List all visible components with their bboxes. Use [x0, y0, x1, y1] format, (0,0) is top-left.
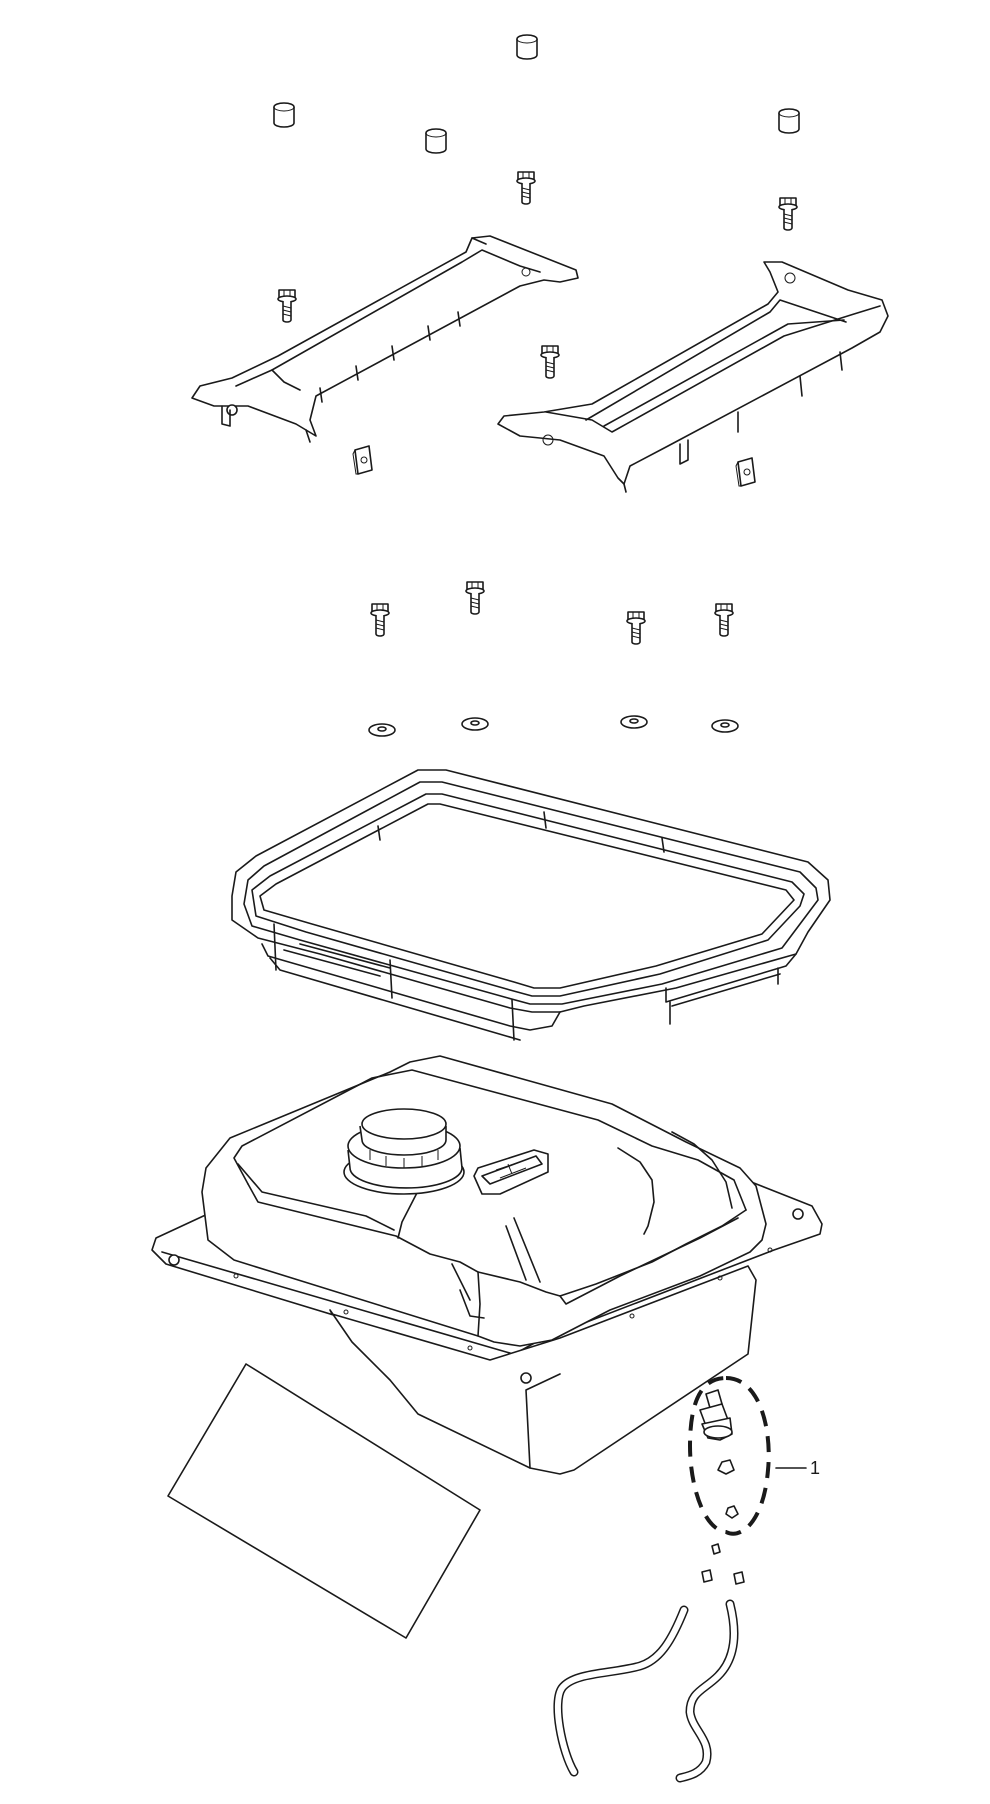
u-nut-clip [352, 445, 373, 475]
callout-1-label: 1 [810, 1458, 820, 1478]
spacer-collar [425, 128, 447, 154]
hose-clamp [701, 1569, 713, 1583]
rubber-washer [368, 723, 396, 737]
fuel-tank [151, 1055, 823, 1475]
fuel-valve [699, 1389, 733, 1441]
frame-bolt [370, 603, 390, 637]
valve-fitting [717, 1459, 735, 1475]
spacer-collar [516, 34, 538, 60]
flange-bolt [540, 345, 560, 379]
left-handle-bracket [191, 235, 579, 443]
frame-bolt [465, 581, 485, 615]
callout-1-dashed-outline [687, 1375, 771, 1536]
spacer-collar [273, 102, 295, 128]
fuel-cap [343, 1108, 465, 1195]
hose-clamp [733, 1571, 745, 1585]
flange-holes [168, 1208, 804, 1384]
fuel-hose-right [675, 1599, 739, 1783]
fuel-gauge [473, 1149, 549, 1195]
flange-bolt [277, 289, 297, 323]
hose-clamp [711, 1543, 721, 1555]
rubber-washer [711, 719, 739, 733]
spacer-collar [778, 108, 800, 134]
rubber-washer [620, 715, 648, 729]
tank-frame [231, 769, 831, 1041]
rubber-washer [461, 717, 489, 731]
flange-bolt [778, 197, 798, 231]
frame-bolt [626, 611, 646, 645]
valve-fitting [725, 1505, 739, 1519]
u-nut-clip [735, 457, 756, 487]
fuel-hose-left [553, 1605, 689, 1777]
right-handle-bracket [497, 261, 889, 493]
frame-bolt [714, 603, 734, 637]
flange-bolt [516, 171, 536, 205]
foam-pad [167, 1363, 481, 1639]
